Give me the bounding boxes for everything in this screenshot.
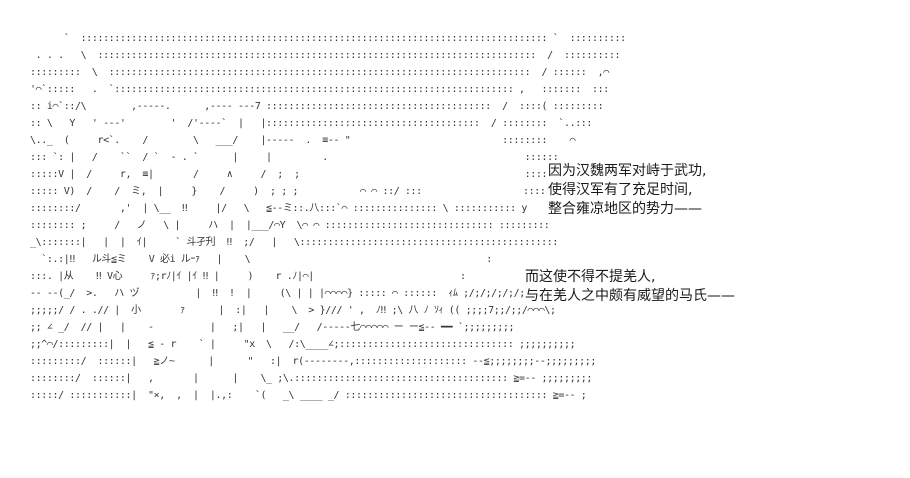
caption-lower-line-2: 与在羌人之中颇有威望的马氏—— bbox=[525, 288, 735, 304]
caption-upper-line-2: 使得汉军有了充足时间, bbox=[548, 182, 693, 198]
caption-upper: 因为汉魏两军对峙于武功, 使得汉军有了充足时间, 整合雍凉地区的势力—— bbox=[548, 162, 707, 219]
caption-upper-line-3: 整合雍凉地区的势力—— bbox=[548, 201, 702, 217]
caption-lower-line-1: 而这使不得不提羌人, bbox=[525, 269, 656, 285]
caption-lower: 而这使不得不提羌人, 与在羌人之中颇有威望的马氏—— bbox=[525, 268, 735, 306]
ascii-art-illustration: ` ::::::::::::::::::::::::::::::::::::::… bbox=[30, 33, 626, 401]
caption-upper-line-1: 因为汉魏两军对峙于武功, bbox=[548, 163, 707, 179]
